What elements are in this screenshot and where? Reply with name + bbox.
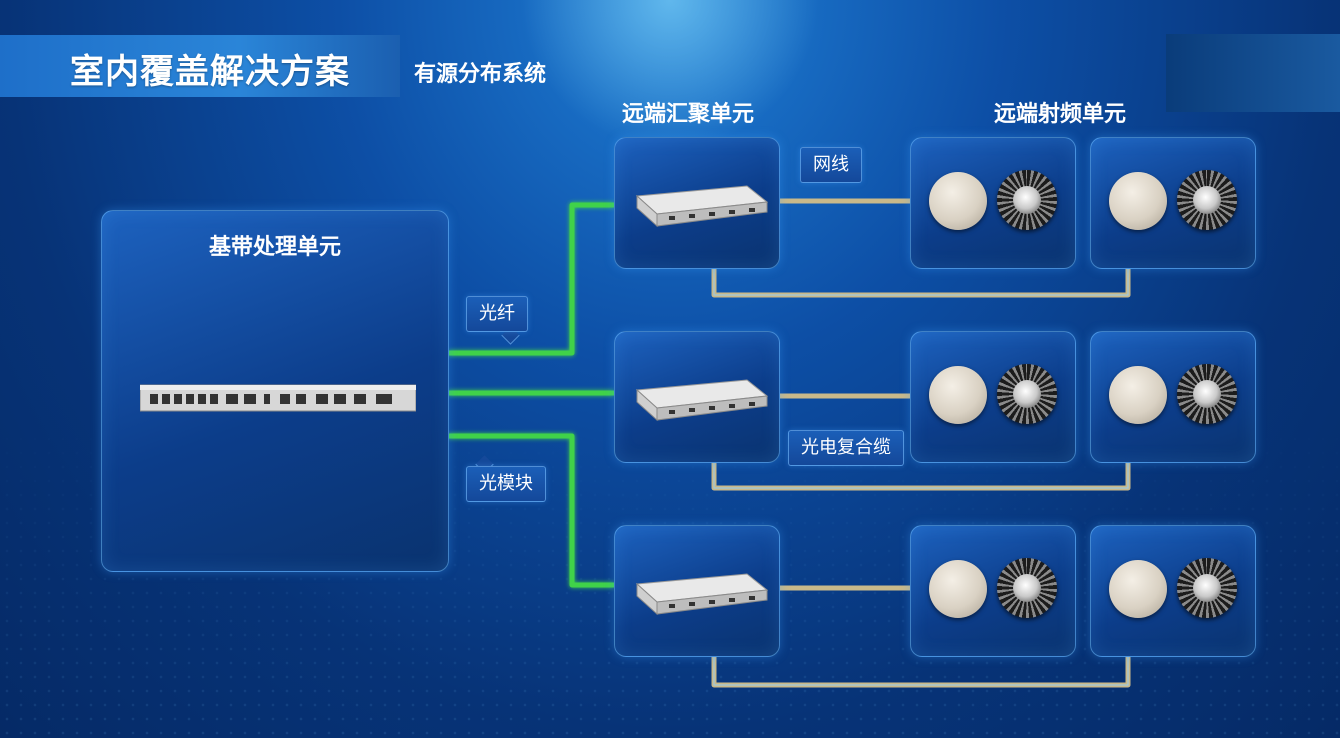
rru-heatsink-image <box>997 558 1057 618</box>
cable-hub1-rru2 <box>711 263 1131 298</box>
rru-heatsink-image <box>997 364 1057 424</box>
corner-decoration <box>1166 34 1340 112</box>
pico-rru-image <box>1109 172 1167 230</box>
pico-rru-image <box>929 560 987 618</box>
hub-unit-2 <box>614 331 780 463</box>
hub-device-image <box>635 185 769 228</box>
hub-device-image <box>635 573 769 616</box>
fiber-tag: 光纤 <box>466 296 528 332</box>
pico-rru-image <box>1109 560 1167 618</box>
fiber-line-top <box>448 202 614 356</box>
header-bar <box>0 35 400 97</box>
cable-hub2-rru2 <box>711 457 1131 491</box>
bbu-device-image <box>140 384 416 412</box>
pico-rru-image <box>929 172 987 230</box>
rru-unit-3-2 <box>1090 525 1256 657</box>
pico-rru-image <box>1109 366 1167 424</box>
page-title: 室内覆盖解决方案 <box>70 52 350 92</box>
rru-unit-2-2 <box>1090 331 1256 463</box>
pico-rru-image <box>929 366 987 424</box>
rru-column-title: 远端射频单元 <box>994 102 1127 127</box>
top-glow <box>520 0 820 150</box>
rru-heatsink-image <box>1177 170 1237 230</box>
rru-unit-3-1 <box>910 525 1076 657</box>
cable-hub3-rru2 <box>711 652 1131 688</box>
page-subtitle: 有源分布系统 <box>414 62 547 87</box>
optical-module-tag: 光模块 <box>466 466 546 502</box>
hub-unit-1 <box>614 137 780 269</box>
rru-unit-1-2 <box>1090 137 1256 269</box>
hub-device-image <box>635 379 769 422</box>
hub-unit-3 <box>614 525 780 657</box>
ethernet-tag: 网线 <box>800 147 862 183</box>
composite-cable-tag: 光电复合缆 <box>788 430 904 466</box>
rru-unit-1-1 <box>910 137 1076 269</box>
rru-heatsink-image <box>997 170 1057 230</box>
rru-heatsink-image <box>1177 558 1237 618</box>
hub-column-title: 远端汇聚单元 <box>622 102 755 127</box>
bbu-panel: 基带处理单元 <box>101 210 449 572</box>
rru-unit-2-1 <box>910 331 1076 463</box>
fiber-line-bottom <box>448 433 614 588</box>
rru-heatsink-image <box>1177 364 1237 424</box>
bbu-label: 基带处理单元 <box>208 235 341 260</box>
